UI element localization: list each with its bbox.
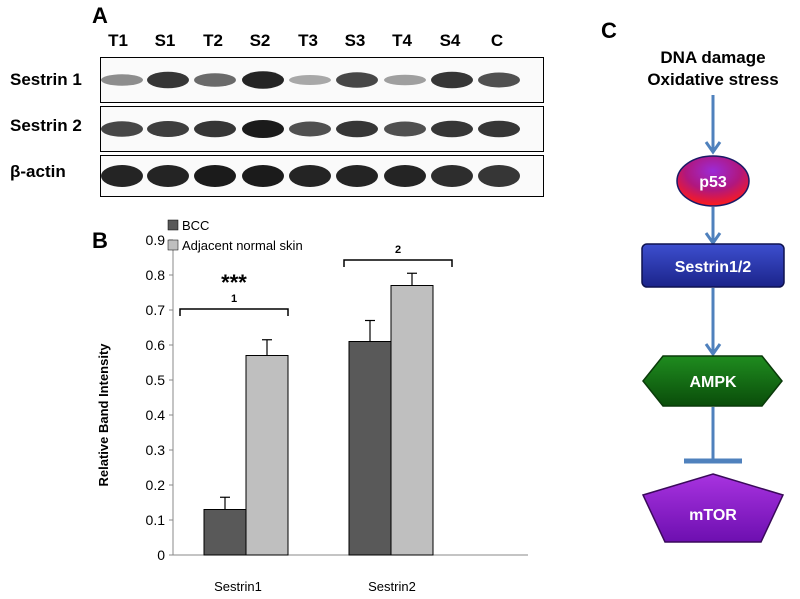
node-p53	[676, 155, 750, 207]
blot-band	[194, 120, 236, 138]
blot-band	[242, 120, 284, 138]
y-tick-label: 0	[157, 547, 165, 563]
bar	[390, 285, 434, 556]
x-category-label: Sestrin2	[368, 579, 416, 594]
blot-row-label: β-actin	[10, 162, 66, 181]
blot-band	[289, 165, 331, 187]
y-tick-label: 0.1	[146, 512, 166, 528]
bar	[348, 341, 392, 556]
significance-bracket	[343, 259, 453, 267]
lane-label: S3	[344, 31, 366, 50]
node-label: p53	[699, 174, 727, 191]
legend-swatch-bcc	[167, 219, 179, 231]
y-tick-label: 0.2	[146, 477, 166, 493]
bar-chart: Relative Band Intensity 0 0.1 0.2 0.3 0.4 0.5…	[96, 218, 528, 594]
arrow-head	[704, 232, 722, 246]
blot-row-label: Sestrin 1	[10, 70, 82, 89]
lane-label: S1	[154, 31, 176, 50]
node-ampk	[642, 355, 783, 407]
pathway-diagram: DNA damage Oxidative stress p53 Sestrin1…	[641, 48, 785, 543]
y-tick-label: 0.4	[146, 407, 166, 423]
lane-label: C	[490, 31, 504, 50]
blot-band	[336, 72, 378, 88]
bar	[245, 355, 289, 556]
blot-band	[384, 121, 426, 137]
stimulus-label: Oxidative stress	[647, 70, 778, 89]
arrow-head	[704, 141, 722, 155]
panel-a-letter: A	[92, 3, 108, 28]
lane-label: T1	[108, 31, 128, 50]
y-tick-label: 0.9	[146, 232, 166, 248]
blot-band	[289, 75, 331, 85]
blot-band	[101, 165, 143, 187]
blot-band	[384, 74, 426, 86]
legend-label: BCC	[182, 218, 209, 233]
y-tick-label: 0.3	[146, 442, 166, 458]
chart-ylabel: Relative Band Intensity	[96, 343, 111, 487]
blot-band	[431, 120, 473, 138]
blot-band	[431, 71, 473, 89]
node-label: Sestrin1/2	[675, 259, 752, 276]
blot-band	[101, 121, 143, 137]
lane-label: S2	[249, 31, 271, 50]
y-tick-label: 0.6	[146, 337, 166, 353]
blot-sestrin2	[100, 106, 544, 152]
lane-label: T4	[392, 31, 412, 50]
blot-band	[147, 121, 189, 137]
y-tick-label: 0.5	[146, 372, 166, 388]
blot-band	[242, 165, 284, 187]
legend-swatch-normal	[167, 239, 179, 251]
blot-band	[101, 74, 143, 86]
blot-band	[336, 165, 378, 187]
lane-label: T2	[203, 31, 223, 50]
blot-band	[194, 73, 236, 87]
node-label: AMPK	[689, 374, 737, 391]
significance-bracket	[179, 308, 289, 316]
arrow-head	[704, 343, 722, 357]
blot-band	[194, 165, 236, 187]
y-tick-label: 0.8	[146, 267, 166, 283]
blot-band	[336, 120, 378, 138]
bracket-label: 2	[395, 244, 401, 256]
blot-band	[478, 165, 520, 187]
significance-stars: ***	[221, 270, 247, 295]
blot-row-label: Sestrin 2	[10, 116, 82, 135]
blot-band	[478, 72, 520, 88]
blot-band	[147, 71, 189, 89]
lane-label: T3	[298, 31, 318, 50]
bracket-label: 1	[231, 293, 237, 305]
lane-label: S4	[439, 31, 461, 50]
blot-band	[242, 71, 284, 89]
node-sestrin	[641, 243, 785, 288]
blot-band	[289, 121, 331, 137]
stimulus-label: DNA damage	[660, 48, 765, 67]
node-mtor	[641, 473, 785, 543]
blot-sestrin1	[100, 57, 544, 103]
x-category-label: Sestrin1	[214, 579, 262, 594]
blot-band	[147, 165, 189, 187]
legend-label: Adjacent normal skin	[182, 238, 303, 253]
panel-b-letter: B	[92, 228, 108, 253]
blot-band	[384, 165, 426, 187]
bar	[203, 509, 247, 556]
blot-band	[431, 165, 473, 187]
blot-beta-actin	[100, 155, 544, 197]
blot-band	[478, 120, 520, 138]
panel-c-letter: C	[601, 18, 617, 43]
node-label: mTOR	[689, 507, 737, 524]
y-tick-label: 0.7	[146, 302, 166, 318]
